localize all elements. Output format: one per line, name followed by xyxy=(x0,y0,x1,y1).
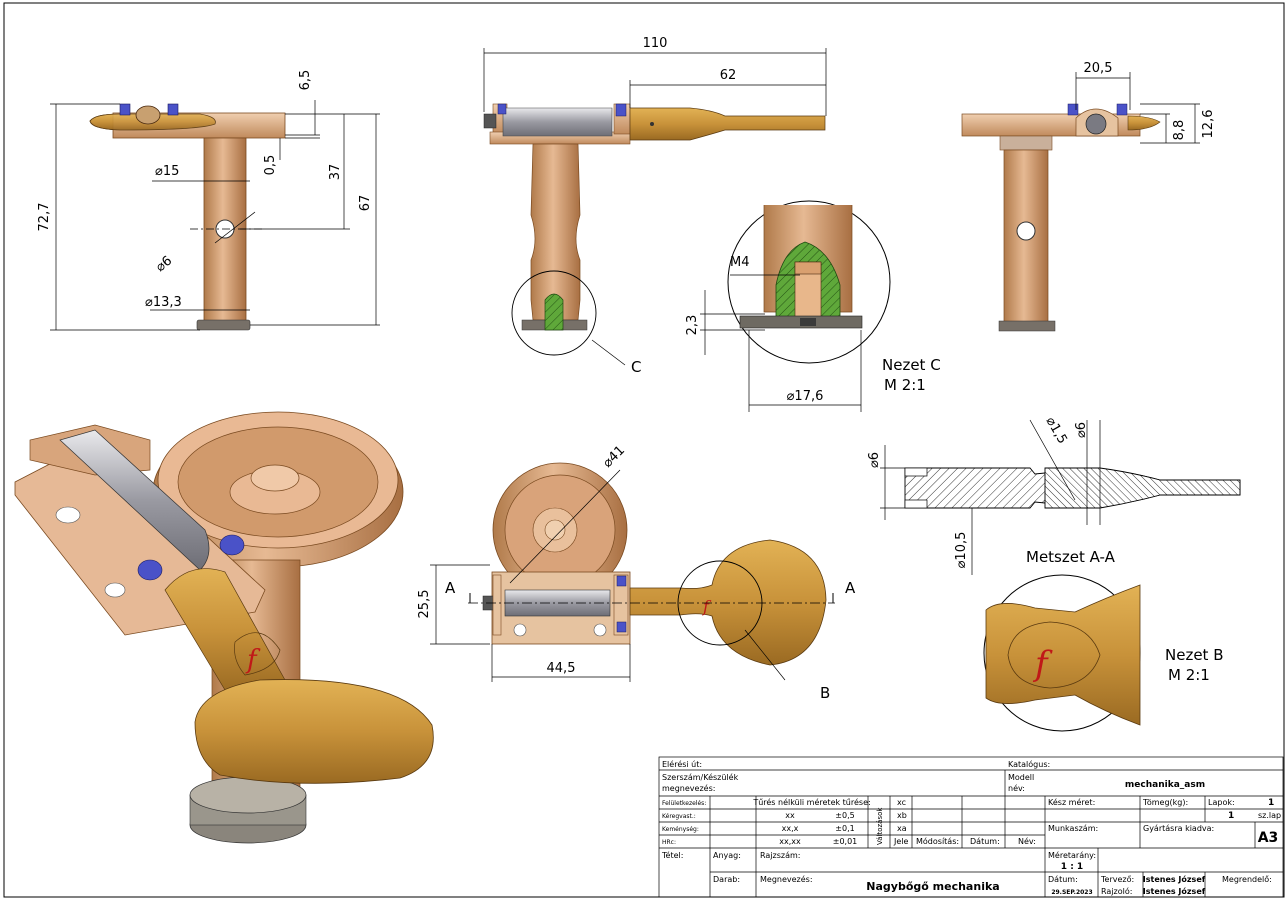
callout-b: B xyxy=(820,684,830,702)
section-dim-dia-6-left: ⌀6 xyxy=(867,452,882,468)
dim-44-5: 44,5 xyxy=(547,661,576,676)
tb-modell-value: mechanika_asm xyxy=(1125,780,1205,790)
callout-c: C xyxy=(631,358,641,376)
label-metszet-a-a: Metszet A-A xyxy=(1026,548,1116,566)
dim-62: 62 xyxy=(720,68,737,83)
section-mark-a-right: A xyxy=(845,579,856,597)
tb-rajzolo-val: Istenes József xyxy=(1143,886,1206,896)
tb-meretarany-val: 1 : 1 xyxy=(1061,862,1083,872)
tb-feluletkezeles: Felületkezelés: xyxy=(662,800,706,807)
dim-dia-41: ⌀41 xyxy=(600,443,628,471)
tb-anyag: Anyag: xyxy=(713,851,741,860)
tb-keregvast: Kéregvast.: xyxy=(662,813,696,820)
title-block-text: Elérési út: Katalógus: Szerszám/Készülék… xyxy=(661,759,1281,896)
tb-tol-xxxx-val: ±0,01 xyxy=(833,837,858,846)
dim-20-5: 20,5 xyxy=(1084,61,1113,76)
tb-nev2: Név: xyxy=(1018,836,1036,846)
label-nezet-b: Nezet B xyxy=(1165,646,1224,664)
tb-meretarany: Méretarány: xyxy=(1048,850,1096,860)
tb-nev: név: xyxy=(1008,783,1025,793)
title-block xyxy=(658,756,1284,898)
side-view-dimensions: 110 62 xyxy=(483,36,827,116)
dim-25-5: 25,5 xyxy=(417,590,432,619)
tb-tetel: Tétel: xyxy=(661,850,683,860)
svg-text:f: f xyxy=(702,597,712,616)
plan-view: f A A B 25,5 44,5 ⌀41 xyxy=(417,443,856,702)
dim-37: 37 xyxy=(328,164,343,181)
tb-lap-val: 1 xyxy=(1228,811,1234,821)
side-view: C xyxy=(483,103,826,376)
isometric-view: f xyxy=(14,411,434,844)
tb-kesz-meret: Kész méret: xyxy=(1048,797,1095,807)
dim-67: 67 xyxy=(358,195,373,212)
section-dim-dia-10-5: ⌀10,5 xyxy=(954,532,969,569)
tb-turesek-title: Tűrés nélküli méretek tűrése: xyxy=(752,797,870,807)
tb-tol-xxx-val: ±0,1 xyxy=(835,824,854,833)
tb-jele: Jele xyxy=(893,837,909,846)
label-nezet-b-scale: M 2:1 xyxy=(1168,666,1210,684)
label-nezet-c: Nezet C xyxy=(882,356,941,374)
tb-lapok-val: 1 xyxy=(1268,798,1274,808)
dim-2-3: 2,3 xyxy=(685,315,700,336)
tb-tol-xx: xx xyxy=(785,811,795,820)
tb-title-value: Nagybőgő mechanika xyxy=(866,880,999,893)
dim-110: 110 xyxy=(643,36,668,51)
detail-view-b: f Nezet B M 2:1 xyxy=(983,574,1224,732)
right-view-dimensions: 20,5 12,6 8,8 xyxy=(1075,61,1216,144)
tb-darab: Darab: xyxy=(713,875,740,884)
tb-tervezo: Tervező: xyxy=(1100,875,1134,884)
tb-eleresi: Elérési út: xyxy=(662,759,702,769)
tb-lapok: Lapok: xyxy=(1208,798,1235,807)
dim-dia-17-6: ⌀17,6 xyxy=(787,389,824,404)
dim-dia-15: ⌀15 xyxy=(155,164,179,179)
right-view xyxy=(961,103,1161,332)
dim-0-5: 0,5 xyxy=(263,155,278,176)
tb-megrendelo: Megrendelő: xyxy=(1222,875,1272,884)
section-view-a-a: ⌀6 ⌀6 ⌀1,5 ⌀10,5 Metszet A-A xyxy=(867,415,1241,575)
dim-m4: M4 xyxy=(730,255,750,270)
front-view-dimensions: 72,7 67 37 6,5 0,5 ⌀15 ⌀6 ⌀13,3 xyxy=(37,70,380,331)
dim-dia-13-3: ⌀13,3 xyxy=(145,295,182,310)
label-nezet-c-scale: M 2:1 xyxy=(884,376,926,394)
tb-tervezo-val: Istenes József xyxy=(1143,874,1206,884)
section-dim-dia-6-right: ⌀6 xyxy=(1074,422,1089,438)
tb-datum2: Dátum: xyxy=(1048,875,1078,884)
detail-view-c: M4 2,3 ⌀17,6 Nezet C M 2:1 xyxy=(685,200,941,412)
tb-gyartasra: Gyártásra kiadva: xyxy=(1143,824,1214,833)
tb-datum-val: 29.SEP.2023 xyxy=(1051,889,1092,896)
tb-datum: Dátum: xyxy=(970,837,1000,846)
tb-szerszam: Szerszám/Készülék xyxy=(662,772,739,782)
tb-hrc: HRc: xyxy=(662,839,676,846)
tb-modositas: Módosítás: xyxy=(916,836,959,846)
dim-6-5: 6,5 xyxy=(298,70,313,91)
tb-tol-xxx: xx,x xyxy=(782,824,799,833)
tb-valtozasok: Változások xyxy=(876,807,884,845)
tb-munkaszam: Munkaszám: xyxy=(1048,824,1098,833)
tb-kemenyseg: Keménység: xyxy=(662,826,699,833)
tb-megnevezes2: Megnevezés: xyxy=(760,874,813,884)
dim-8-8: 8,8 xyxy=(1172,120,1187,141)
dim-dia-6: ⌀6 xyxy=(153,253,175,275)
dim-12-6: 12,6 xyxy=(1201,110,1216,139)
tb-xc: xc xyxy=(897,798,906,807)
tb-format: A3 xyxy=(1258,830,1279,846)
tb-xa: xa xyxy=(897,824,907,833)
section-dim-dia-1-5: ⌀1,5 xyxy=(1043,415,1070,447)
tb-modell: Modell xyxy=(1008,773,1034,782)
tb-xb: xb xyxy=(897,811,907,820)
tb-rajzszam: Rajzszám: xyxy=(760,851,800,860)
tb-tomeg: Tömeg(kg): xyxy=(1142,798,1188,807)
dim-72-7: 72,7 xyxy=(37,203,52,232)
tb-tol-xxxx: xx,xx xyxy=(779,837,801,846)
sheet-border xyxy=(3,2,1285,898)
tb-tol-xx-val: ±0,5 xyxy=(835,811,854,820)
front-view xyxy=(89,103,286,331)
tb-szlap: sz.lap xyxy=(1258,811,1281,820)
tb-rajzolo: Rajzoló: xyxy=(1101,886,1132,896)
tb-katalogus: Katalógus: xyxy=(1008,759,1050,769)
tb-megnevezes-label: megnevezés: xyxy=(662,783,715,793)
section-mark-a-left: A xyxy=(445,579,456,597)
